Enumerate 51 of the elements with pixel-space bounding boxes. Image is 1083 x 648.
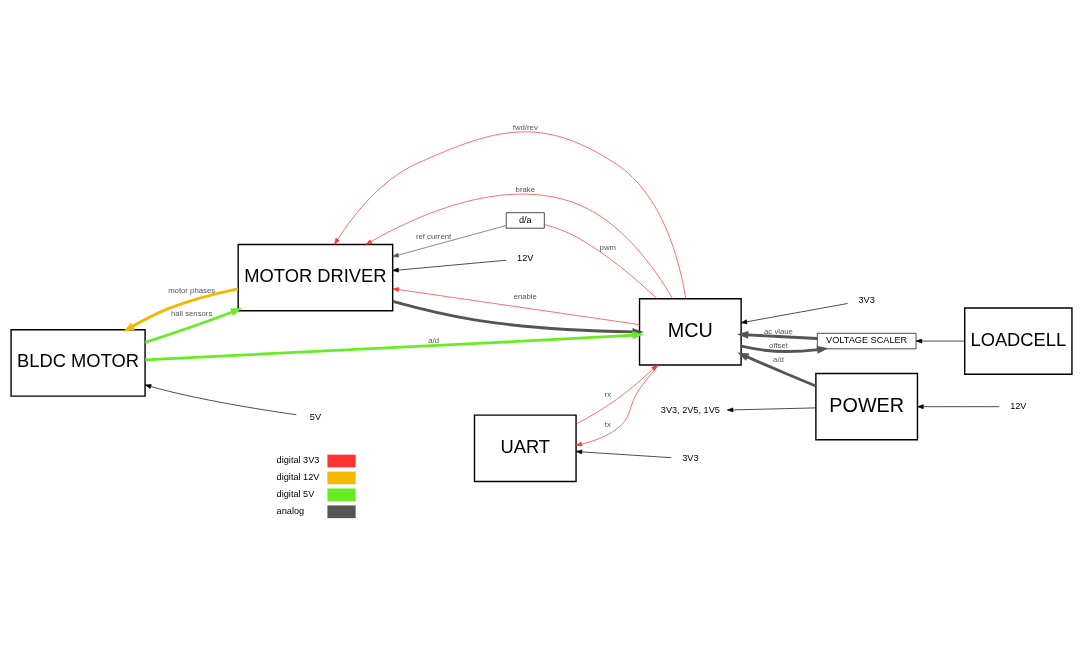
node-box: MOTOR DRIVER — [237, 243, 394, 311]
node-text: 3V3, 2V5, 1V5 — [660, 404, 720, 415]
node-text: 12V — [517, 252, 534, 263]
arrow — [575, 364, 659, 446]
legend-label: digital 3V3 — [276, 454, 320, 465]
arrow — [392, 286, 640, 325]
node-box: BLDC MOTOR — [10, 328, 146, 397]
arrow — [123, 286, 239, 332]
legend-label: analog — [276, 505, 305, 516]
edge-label: ref current — [415, 231, 452, 241]
arrow — [145, 330, 644, 361]
node-text: 3V3 — [682, 452, 699, 463]
arrow — [740, 302, 848, 324]
arrow — [144, 307, 243, 344]
legend-label: digital 12V — [276, 471, 320, 482]
arrow — [575, 449, 672, 458]
arrow — [144, 383, 297, 415]
arrow — [915, 338, 965, 343]
arrow — [575, 364, 658, 424]
arrow — [365, 193, 673, 299]
arrow — [737, 330, 818, 340]
node-box: VOLTAGE SCALER — [816, 332, 917, 349]
legend-label: digital 5V — [276, 488, 315, 499]
node-text: 12V — [1010, 400, 1027, 411]
arrow — [392, 259, 507, 272]
edge-label: offset — [769, 340, 788, 350]
arrow — [740, 344, 829, 354]
node-box: LOADCELL — [964, 306, 1073, 375]
edge-label: motor phases — [168, 285, 216, 295]
edge-label: brake — [515, 184, 535, 194]
arrow — [334, 131, 687, 299]
edge-label: pwm — [599, 242, 616, 252]
node-box: POWER — [815, 372, 919, 441]
node-box: MCU — [638, 297, 742, 366]
arrow — [917, 403, 1000, 409]
arrow — [392, 224, 507, 257]
node-text: 5V — [309, 411, 322, 422]
node-box: UART — [473, 413, 577, 482]
edge-label: hall sensors — [170, 308, 213, 318]
node-box: d/a — [505, 211, 545, 229]
edge-label: a/d — [773, 354, 784, 364]
connector — [544, 223, 658, 299]
edge-label: fwd/rev — [512, 122, 538, 132]
edge-label: tx — [604, 419, 611, 429]
node-text: 3V3 — [858, 294, 875, 305]
edge-label: a/d — [428, 335, 439, 345]
arrow — [726, 407, 817, 412]
arrow — [737, 352, 817, 387]
edge-label: rx — [604, 389, 612, 399]
edge-label: ac vlaue — [764, 326, 793, 336]
edge-label: enable — [513, 291, 537, 301]
